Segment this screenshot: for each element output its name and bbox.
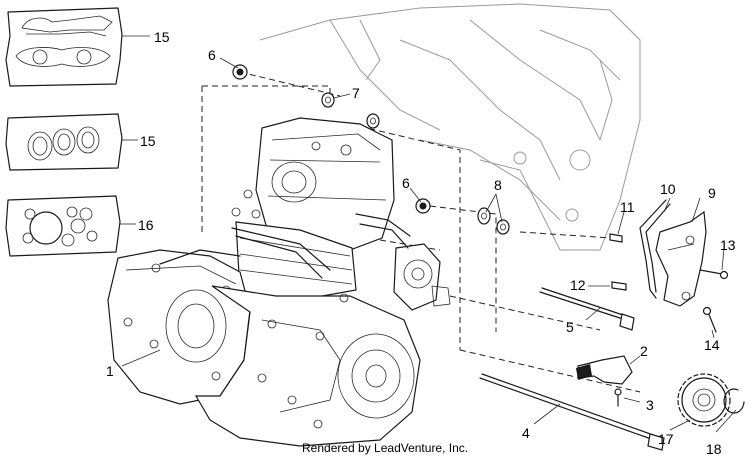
callout-labels: 15 15 16 1 6 7 6 8 10 9 11 13 12 5 14 2 … bbox=[106, 29, 736, 457]
part-5-stud bbox=[539, 287, 635, 331]
part-6-oil-seal-lower bbox=[415, 198, 431, 214]
gasket-kit-bag-15 bbox=[5, 7, 123, 87]
callout-16[interactable]: 15 bbox=[140, 133, 156, 149]
seal-kit-bag-16 bbox=[5, 113, 123, 171]
callout-12[interactable]: 12 bbox=[570, 277, 586, 293]
callout-17[interactable]: 16 bbox=[138, 217, 154, 233]
part-13-screw bbox=[699, 269, 729, 280]
callout-4[interactable]: 4 bbox=[522, 425, 530, 441]
part-9-sprocket-guard bbox=[655, 210, 707, 307]
callout-15[interactable]: 15 bbox=[154, 29, 170, 45]
part-12-dowel bbox=[611, 281, 627, 291]
callout-11[interactable]: 11 bbox=[620, 199, 635, 215]
engine-assembly bbox=[107, 117, 451, 447]
part-7-washer bbox=[321, 92, 380, 129]
part-18-sprocket bbox=[677, 373, 731, 427]
callout-18[interactable]: 17 bbox=[658, 431, 674, 447]
callout-9[interactable]: 9 bbox=[708, 185, 716, 201]
callout-10[interactable]: 10 bbox=[660, 181, 676, 197]
frame-outline bbox=[259, 3, 641, 251]
part-8-spacer bbox=[477, 207, 510, 235]
part-10-shift-rod bbox=[639, 199, 671, 299]
callout-13[interactable]: 13 bbox=[720, 237, 736, 253]
part-6-oil-seal-upper bbox=[232, 64, 248, 80]
callout-1[interactable]: 1 bbox=[106, 363, 114, 379]
callout-5[interactable]: 5 bbox=[566, 319, 574, 335]
callout-3[interactable]: 3 bbox=[646, 397, 654, 413]
leader-lines bbox=[120, 35, 737, 433]
part-4-long-stud bbox=[479, 373, 665, 451]
callout-6-upper[interactable]: 6 bbox=[208, 47, 216, 63]
callout-14[interactable]: 14 bbox=[704, 337, 720, 353]
callout-6-lower[interactable]: 6 bbox=[402, 175, 410, 191]
part-2-bracket bbox=[576, 355, 633, 385]
part-14-screw bbox=[702, 306, 717, 333]
callout-7[interactable]: 7 bbox=[352, 85, 360, 101]
part-11-pin bbox=[609, 233, 623, 243]
part-3-bolt bbox=[614, 388, 622, 407]
part-19-circlip bbox=[723, 388, 745, 414]
callout-19[interactable]: 18 bbox=[706, 441, 722, 457]
rendered-by-credit: Rendered by LeadVenture, Inc. bbox=[302, 441, 468, 455]
callout-2[interactable]: 2 bbox=[640, 343, 648, 359]
callout-8[interactable]: 8 bbox=[494, 177, 502, 193]
oring-kit-bag-17 bbox=[5, 195, 121, 257]
